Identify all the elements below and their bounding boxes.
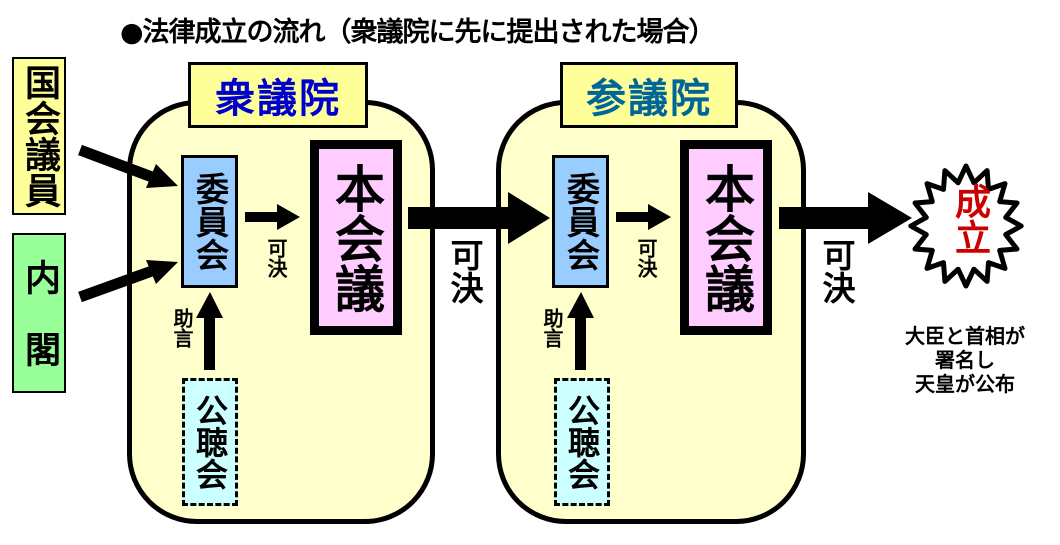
house1-hearing-box: 公聴会 [182, 378, 238, 506]
house2-advice-label: 助言 [540, 308, 564, 348]
house1-committee-approve-label: 可決 [264, 238, 288, 278]
house-of-representatives-name: 衆議院 [215, 76, 341, 122]
submitter-diet-members: 国会議員 [12, 57, 66, 215]
house2-committee-label: 委員会 [561, 172, 601, 271]
house1-committee-box: 委員会 [181, 155, 238, 288]
house2-hearing-label: 公聴会 [563, 394, 601, 490]
house1-hearing-label: 公聴会 [191, 394, 229, 490]
between-houses-approve-label: 可決 [445, 238, 484, 304]
house2-plenary-label: 本会議 [697, 162, 755, 313]
house2-committee-approve-label: 可決 [634, 238, 658, 278]
diagram-title: ●法律成立の流れ（衆議院に先に提出された場合） [120, 17, 716, 48]
enactment-note: 大臣と首相が 署名し 天皇が公布 [880, 324, 1050, 396]
enactment-label: 成立 [949, 183, 990, 255]
enactment-approve-label: 可決 [817, 238, 856, 304]
enactment-note-line-1: 大臣と首相が [905, 324, 1025, 348]
house2-plenary-box: 本会議 [680, 140, 772, 335]
enactment-note-line-2: 署名し [935, 348, 995, 372]
house-of-councillors-label: 参議院 [560, 62, 738, 128]
submitter-cabinet: 内 閣 [12, 233, 66, 393]
house-of-representatives-label: 衆議院 [188, 62, 368, 128]
house2-committee-box: 委員会 [552, 155, 609, 288]
house1-committee-label: 委員会 [190, 172, 230, 271]
house1-plenary-box: 本会議 [310, 140, 402, 335]
enactment-note-line-3: 天皇が公布 [915, 372, 1015, 396]
house-of-councillors-name: 参議院 [586, 76, 712, 122]
house1-advice-label: 助言 [170, 308, 194, 348]
house1-plenary-label: 本会議 [327, 162, 385, 313]
submitter-diet-members-label: 国会議員 [19, 64, 60, 208]
house2-hearing-box: 公聴会 [554, 378, 610, 506]
submitter-cabinet-label: 内 閣 [19, 259, 60, 367]
